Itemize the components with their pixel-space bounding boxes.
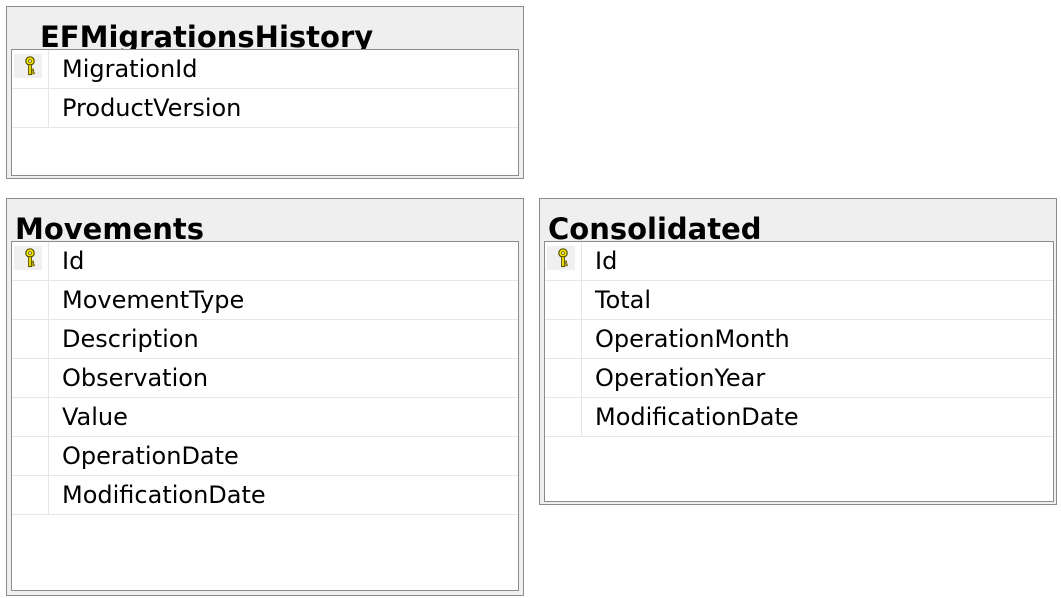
table-title[interactable]: Movements [15, 214, 205, 244]
table-title[interactable]: EFMigrationsHistory [40, 22, 374, 52]
column-name: Value [62, 403, 128, 431]
column-name: MovementType [62, 286, 245, 314]
column-name: Description [62, 325, 199, 353]
row-selector[interactable] [12, 50, 49, 88]
column-name: MigrationId [62, 55, 198, 83]
row-selector[interactable] [12, 476, 49, 514]
row-selector[interactable] [12, 359, 49, 397]
row-selector[interactable] [545, 242, 582, 280]
column-name: OperationDate [62, 442, 239, 470]
column-name: ProductVersion [62, 94, 242, 122]
key-icon [14, 54, 42, 78]
row-selector[interactable] [12, 320, 49, 358]
row-selector[interactable] [545, 281, 582, 319]
column-row[interactable]: OperationDate [12, 437, 518, 476]
row-selector[interactable] [12, 281, 49, 319]
row-selector[interactable] [12, 242, 49, 280]
column-row[interactable]: Id [12, 242, 518, 281]
column-row[interactable]: ModificationDate [12, 476, 518, 515]
column-name: Total [595, 286, 652, 314]
row-selector[interactable] [545, 398, 582, 436]
key-icon [547, 246, 575, 270]
column-row[interactable]: Description [12, 320, 518, 359]
row-selector[interactable] [12, 398, 49, 436]
column-row[interactable]: OperationMonth [545, 320, 1053, 359]
column-row[interactable]: ProductVersion [12, 89, 518, 128]
row-selector[interactable] [12, 89, 49, 127]
column-row[interactable]: Total [545, 281, 1053, 320]
column-name: OperationMonth [595, 325, 790, 353]
column-name: Observation [62, 364, 209, 392]
key-icon [14, 246, 42, 270]
row-selector[interactable] [545, 320, 582, 358]
column-row[interactable]: Observation [12, 359, 518, 398]
column-name: ModificationDate [62, 481, 266, 509]
column-name: OperationYear [595, 364, 766, 392]
column-row[interactable]: ModificationDate [545, 398, 1053, 437]
table-title[interactable]: Consolidated [548, 214, 762, 244]
column-row[interactable]: OperationYear [545, 359, 1053, 398]
column-name: Id [595, 247, 618, 275]
column-name: ModificationDate [595, 403, 799, 431]
column-row[interactable]: Id [545, 242, 1053, 281]
column-row[interactable]: MigrationId [12, 50, 518, 89]
column-row[interactable]: MovementType [12, 281, 518, 320]
column-name: Id [62, 247, 85, 275]
row-selector[interactable] [12, 437, 49, 475]
column-row[interactable]: Value [12, 398, 518, 437]
row-selector[interactable] [545, 359, 582, 397]
